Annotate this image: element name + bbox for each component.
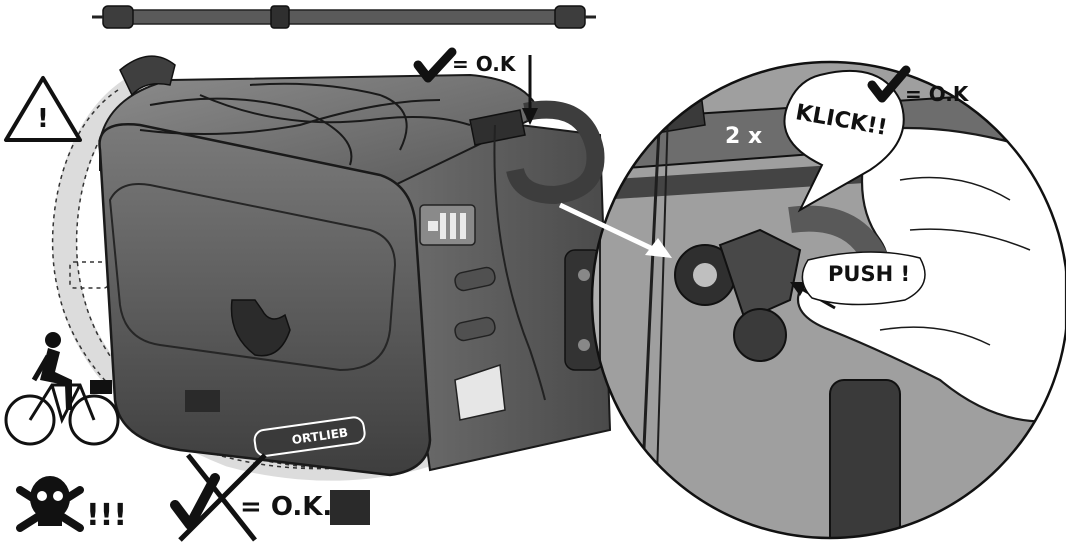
- checkmark-icon: [867, 65, 911, 103]
- push-label: PUSH !: [828, 262, 911, 286]
- checkmark-icon: [413, 47, 457, 83]
- ok-label-top: = O.K: [452, 52, 516, 76]
- two-times-label: 2 x: [725, 124, 763, 149]
- handlebar-bag: ORTLIEB: [98, 55, 612, 525]
- cross-icon: [178, 453, 267, 542]
- warning-exclamation: !: [37, 104, 49, 134]
- warning-triangle-icon: [4, 76, 82, 142]
- ok-label-circle: = O.K: [905, 82, 969, 106]
- push-bubble: [801, 251, 926, 306]
- connector-arrow-icon: [558, 202, 672, 258]
- cyclist-icon: [4, 332, 120, 446]
- klick-speech-bubble: [783, 69, 905, 213]
- skull-exclaim-label: !!!: [86, 498, 128, 533]
- skull-icon: [16, 476, 84, 532]
- shoulder-strap: [92, 5, 596, 29]
- checkmark-icon: [170, 473, 220, 530]
- down-arrow-icon: [522, 55, 538, 125]
- ok-label-bottom: = O.K.: [240, 492, 333, 522]
